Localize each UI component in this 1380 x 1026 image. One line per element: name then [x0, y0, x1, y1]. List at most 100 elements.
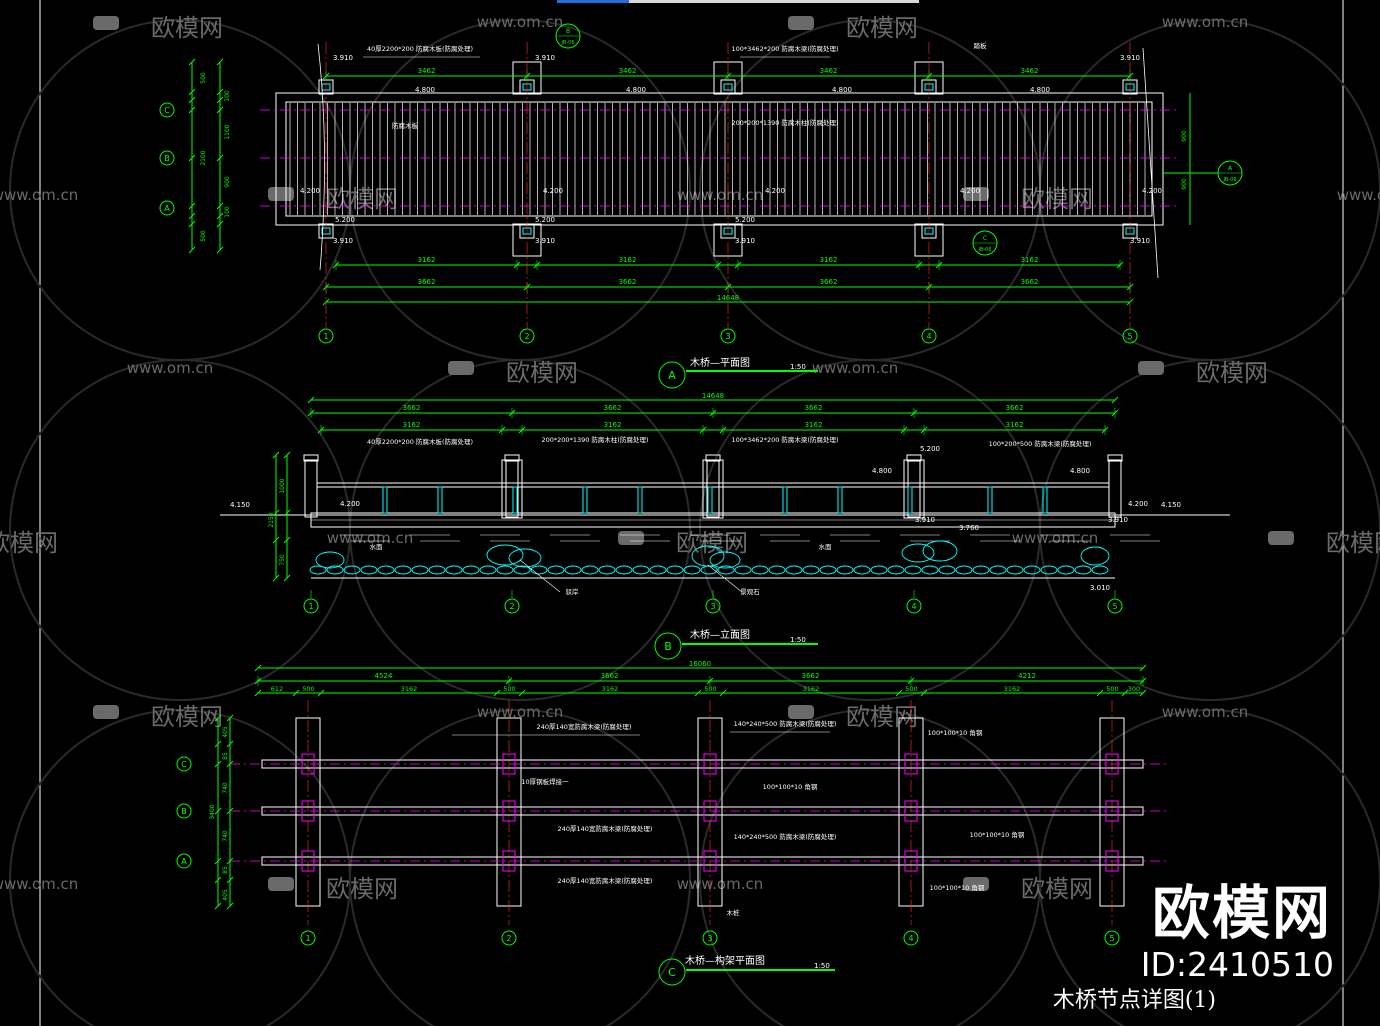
side-dim-label: 500 [200, 230, 207, 242]
dim-tick [226, 902, 234, 910]
riverbed-stone [734, 565, 752, 575]
structure-note: 10厚钢板焊接一 [521, 777, 569, 786]
riverbed-stone [632, 565, 650, 575]
left-dim-label: 740 [222, 782, 229, 794]
dim-label: 500 [1106, 685, 1118, 693]
model-id-label: ID:2410510 [1140, 945, 1334, 984]
structure-note: 240厚140宽防腐木梁(防腐处理) [558, 824, 653, 833]
plan-scale: 1:50 [790, 363, 806, 371]
struct-row-A-bubble [176, 853, 192, 869]
watermark-logo: 欧模网 [448, 359, 578, 387]
steel-angle [502, 800, 516, 822]
structure-note: 100*100*10 角钢 [970, 830, 1025, 839]
structure-note: 240厚140宽防腐木梁(防腐处理) [558, 876, 653, 885]
plan-axis-2-bubble [519, 328, 535, 344]
level-mark: 3.910 [1130, 237, 1150, 245]
bank-line [317, 43, 1159, 279]
watermark-sofa-icon [448, 361, 474, 375]
watermark-brand: 欧模网 [326, 875, 398, 903]
dim-tick [272, 509, 280, 517]
riverbed-stone [530, 565, 548, 575]
level-mark: 3.910 [535, 54, 555, 62]
structure-title-letter: C [668, 966, 676, 979]
watermark-logo: 欧模网 [963, 875, 1093, 903]
struct-axis-1-label: 1 [305, 934, 310, 943]
riverbed-stone [666, 565, 684, 575]
elev-axis-4-label: 4 [911, 602, 916, 611]
dim-label: 612 [271, 685, 283, 693]
dim-label: 3662 [1006, 404, 1024, 412]
watermark-site: www.om.cn [1012, 529, 1099, 547]
viewport-tab-active[interactable] [557, 0, 629, 3]
steel-angle [301, 800, 315, 822]
riverbed-stone [564, 565, 582, 575]
watermark-brand: 欧模网 [1196, 359, 1268, 387]
dim-tick [1096, 689, 1104, 697]
dim-label: 4212 [1018, 672, 1036, 680]
riverbed-stone [615, 565, 633, 575]
dim-label: 3162 [403, 421, 421, 429]
steel-angle [703, 850, 717, 872]
structure-note: 100*100*10 角钢 [930, 883, 985, 892]
riverbed-stone [513, 565, 531, 575]
dim-label: 3162 [1004, 685, 1021, 693]
elevation-note: 100*3462*200 防腐木梁(防腐处理) [732, 435, 839, 444]
dim-label: 3162 [401, 685, 418, 693]
bank-boulder [691, 545, 725, 567]
dim-tick [226, 714, 234, 722]
note-leader [707, 564, 743, 593]
struct-axis-4-label: 4 [908, 934, 913, 943]
watermark-sofa-icon [788, 16, 814, 30]
watermark-sofa-icon [788, 705, 814, 719]
dim-tick [214, 714, 222, 722]
elev-axis-5-label: 5 [1112, 602, 1117, 611]
level-mark: 3.910 [333, 54, 353, 62]
bank-boulder [922, 540, 958, 562]
struct-row-B-bubble [176, 803, 192, 819]
riverbed-stone [428, 565, 446, 575]
dim-tick [226, 807, 234, 815]
left-dim-label: 405 [222, 726, 229, 738]
plan-title-letter: A [668, 369, 676, 382]
drawing-caption: 木桥节点详图(1) [1052, 988, 1216, 1013]
riverbed-stone [1006, 565, 1024, 575]
plan-row-A-bubble [159, 200, 175, 216]
dim-label: 3162 [604, 421, 622, 429]
plan-axis-5-label: 5 [1127, 332, 1132, 341]
side-dim-label: 1100 [224, 124, 231, 139]
rail-post-cap [303, 454, 319, 462]
plan-row-A-label: A [164, 204, 170, 213]
baluster [707, 486, 713, 514]
riverbed-stone [360, 565, 378, 575]
riverbed-stone [717, 565, 735, 575]
watermark-logo: 欧模网 [268, 875, 398, 903]
bank-boulder [1080, 546, 1110, 566]
dim-tick [214, 740, 222, 748]
level-mark: 3.910 [915, 516, 935, 524]
watermark-logo: 欧模网 [1138, 359, 1268, 387]
dim-tick [216, 202, 224, 210]
dim-label: 3162 [820, 256, 838, 264]
dim-label: 3662 [403, 404, 421, 412]
structure-note: 140*240*500 防腐木梁(防腐处理) [734, 832, 837, 841]
level-mark: 3.910 [333, 237, 353, 245]
viewport-tab-bar[interactable] [629, 0, 919, 3]
riverbed-stone [870, 565, 888, 575]
dim-tick [518, 689, 526, 697]
structure-title: 木桥—构架平面图 [685, 954, 765, 967]
baluster [987, 486, 993, 514]
callout-letter: B [566, 28, 570, 35]
watermark-logo: 欧模网 [788, 703, 918, 731]
watermark-site: www.om.cn [0, 875, 78, 893]
dim-tick [226, 876, 234, 884]
struct-axis-3-label: 3 [707, 934, 712, 943]
dim-tick [216, 88, 224, 96]
dim-tick [895, 689, 903, 697]
riverbed-stone [938, 565, 956, 575]
callout-sheet: JB-06 [977, 247, 991, 253]
watermark-sofa-icon [963, 187, 989, 201]
bank-boulder [709, 551, 741, 569]
